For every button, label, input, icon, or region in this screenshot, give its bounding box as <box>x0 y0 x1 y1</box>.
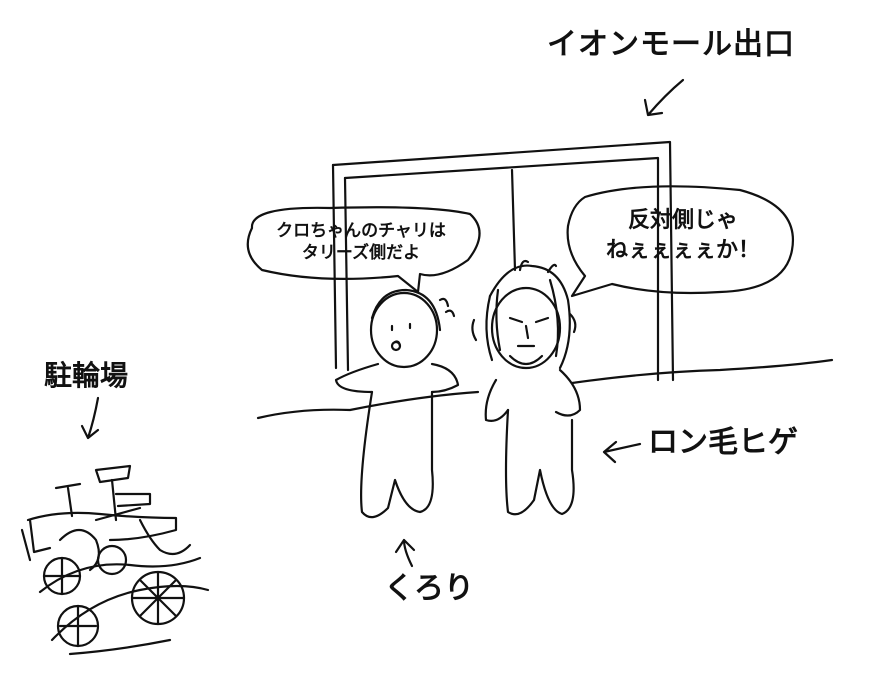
arrow-to-kurori <box>394 538 416 568</box>
bike-parking-label: 駐輪場 <box>44 359 129 392</box>
ground-line-left <box>256 390 480 420</box>
ronge-hige-figure <box>471 259 582 516</box>
speech-bubble-left-shape <box>246 206 481 294</box>
bicycle-pile <box>20 464 210 656</box>
exit-door <box>331 140 675 382</box>
arrow-to-bike-parking <box>80 396 100 440</box>
speech-bubble-right-shape <box>566 185 795 298</box>
speech-left-line1: クロちゃんのチャリは <box>276 221 446 241</box>
arrow-to-exit <box>643 78 685 117</box>
speech-right-line2: ねぇぇぇぇか！ <box>605 238 760 263</box>
speech-bubble-left: クロちゃんのチャリは タリーズ側だよ <box>255 220 467 264</box>
kurori-label: くろり <box>384 571 474 606</box>
kurori-figure <box>334 288 460 519</box>
ground-line-right <box>570 358 834 385</box>
arrow-to-ronge-hige <box>602 440 642 464</box>
exit-label: イオンモール出口 <box>547 27 795 62</box>
speech-left-line2: タリーズ側だよ <box>301 243 421 263</box>
speech-bubble-right: 反対側じゃ ねぇぇぇぇか！ <box>580 206 786 266</box>
ronge-hige-label: ロン毛ヒゲ <box>648 425 798 460</box>
speech-right-line1: 反対側じゃ <box>627 208 738 233</box>
